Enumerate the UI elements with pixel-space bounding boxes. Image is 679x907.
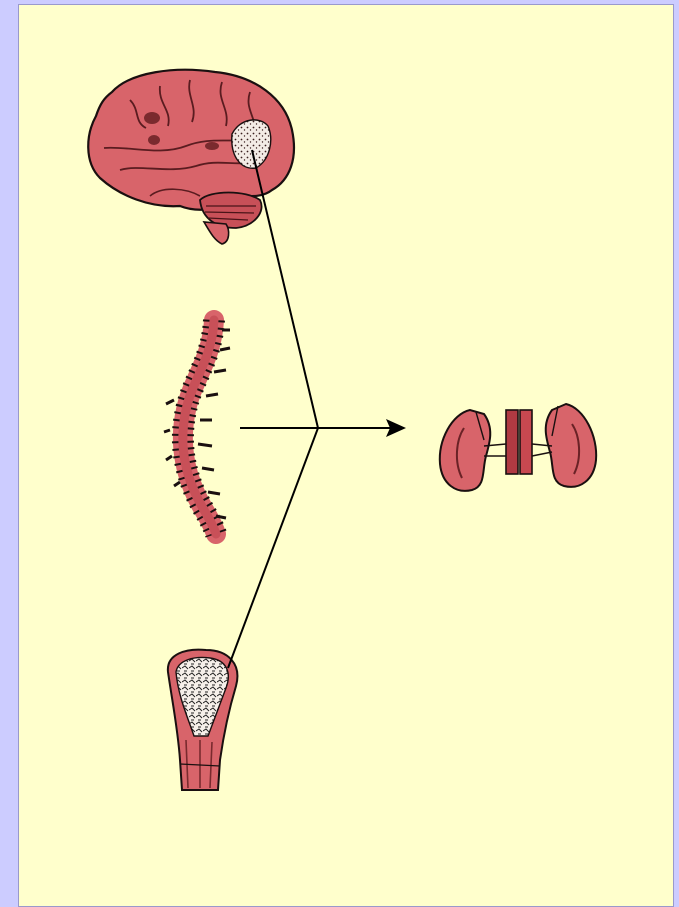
brain-icon [88,70,294,244]
arrow-to-kidneys [318,419,406,437]
kidneys-icon [440,404,596,491]
brain-connector [252,150,318,428]
bone-icon [168,650,238,790]
spine-icon [164,320,230,534]
bone-connector [228,428,318,668]
